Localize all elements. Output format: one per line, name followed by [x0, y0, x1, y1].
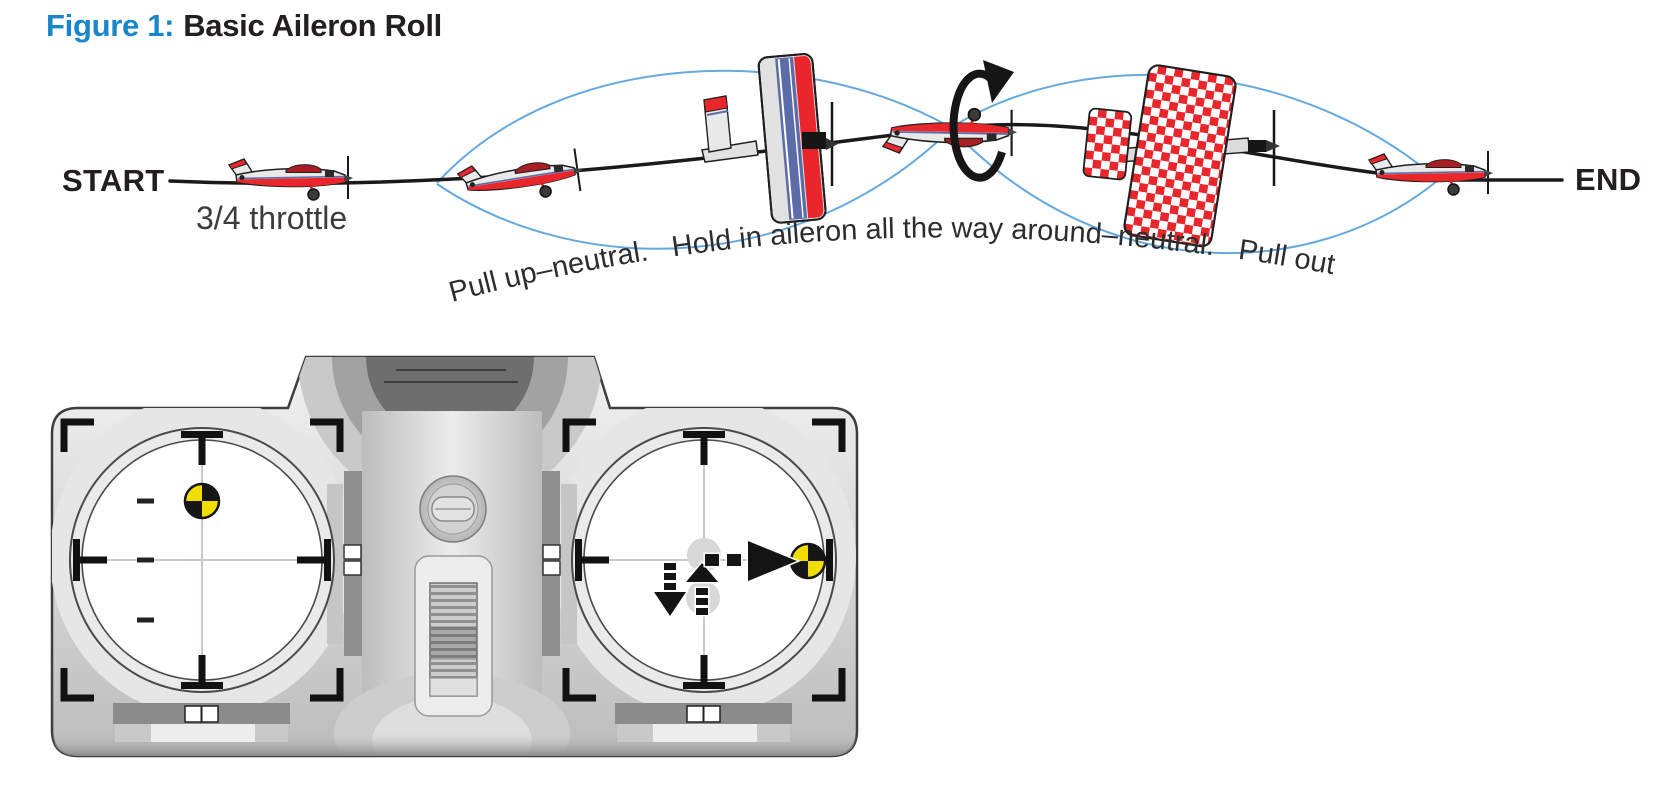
figure-number-label: Figure 1:	[46, 8, 175, 43]
end-label: END	[1575, 162, 1641, 197]
roll-direction-arrow	[949, 60, 1014, 182]
elevator-neutral-arrow	[682, 560, 722, 617]
plane-rolling-270	[1082, 64, 1280, 248]
figure-title: Figure 1:Basic Aileron Roll	[46, 8, 442, 44]
throttle-note: 3/4 throttle	[196, 200, 347, 236]
left-side-switch	[327, 471, 362, 656]
plane-level-end	[1367, 149, 1495, 197]
elevator-pull-arrow	[651, 561, 689, 619]
plane-rolling-90	[701, 53, 838, 224]
right-side-switch	[542, 471, 577, 656]
figure-name: Basic Aileron Roll	[183, 8, 442, 43]
right-trim-lever	[615, 703, 792, 742]
center-slider	[414, 555, 493, 717]
plane-pull-up	[455, 146, 587, 210]
flight-path-diagram: START END 3/4 throttle Pull up–neutral. …	[62, 53, 1641, 309]
left-trim-lever	[113, 703, 290, 742]
transmitter	[50, 355, 859, 758]
start-label: START	[62, 163, 165, 198]
flight-line	[168, 122, 1564, 186]
aileron-right-arrow	[703, 538, 801, 584]
throttle-stick-marker	[183, 482, 221, 520]
throttle-scale-ticks	[137, 498, 154, 623]
center-knob	[419, 475, 487, 543]
plane-level-start	[227, 154, 355, 202]
